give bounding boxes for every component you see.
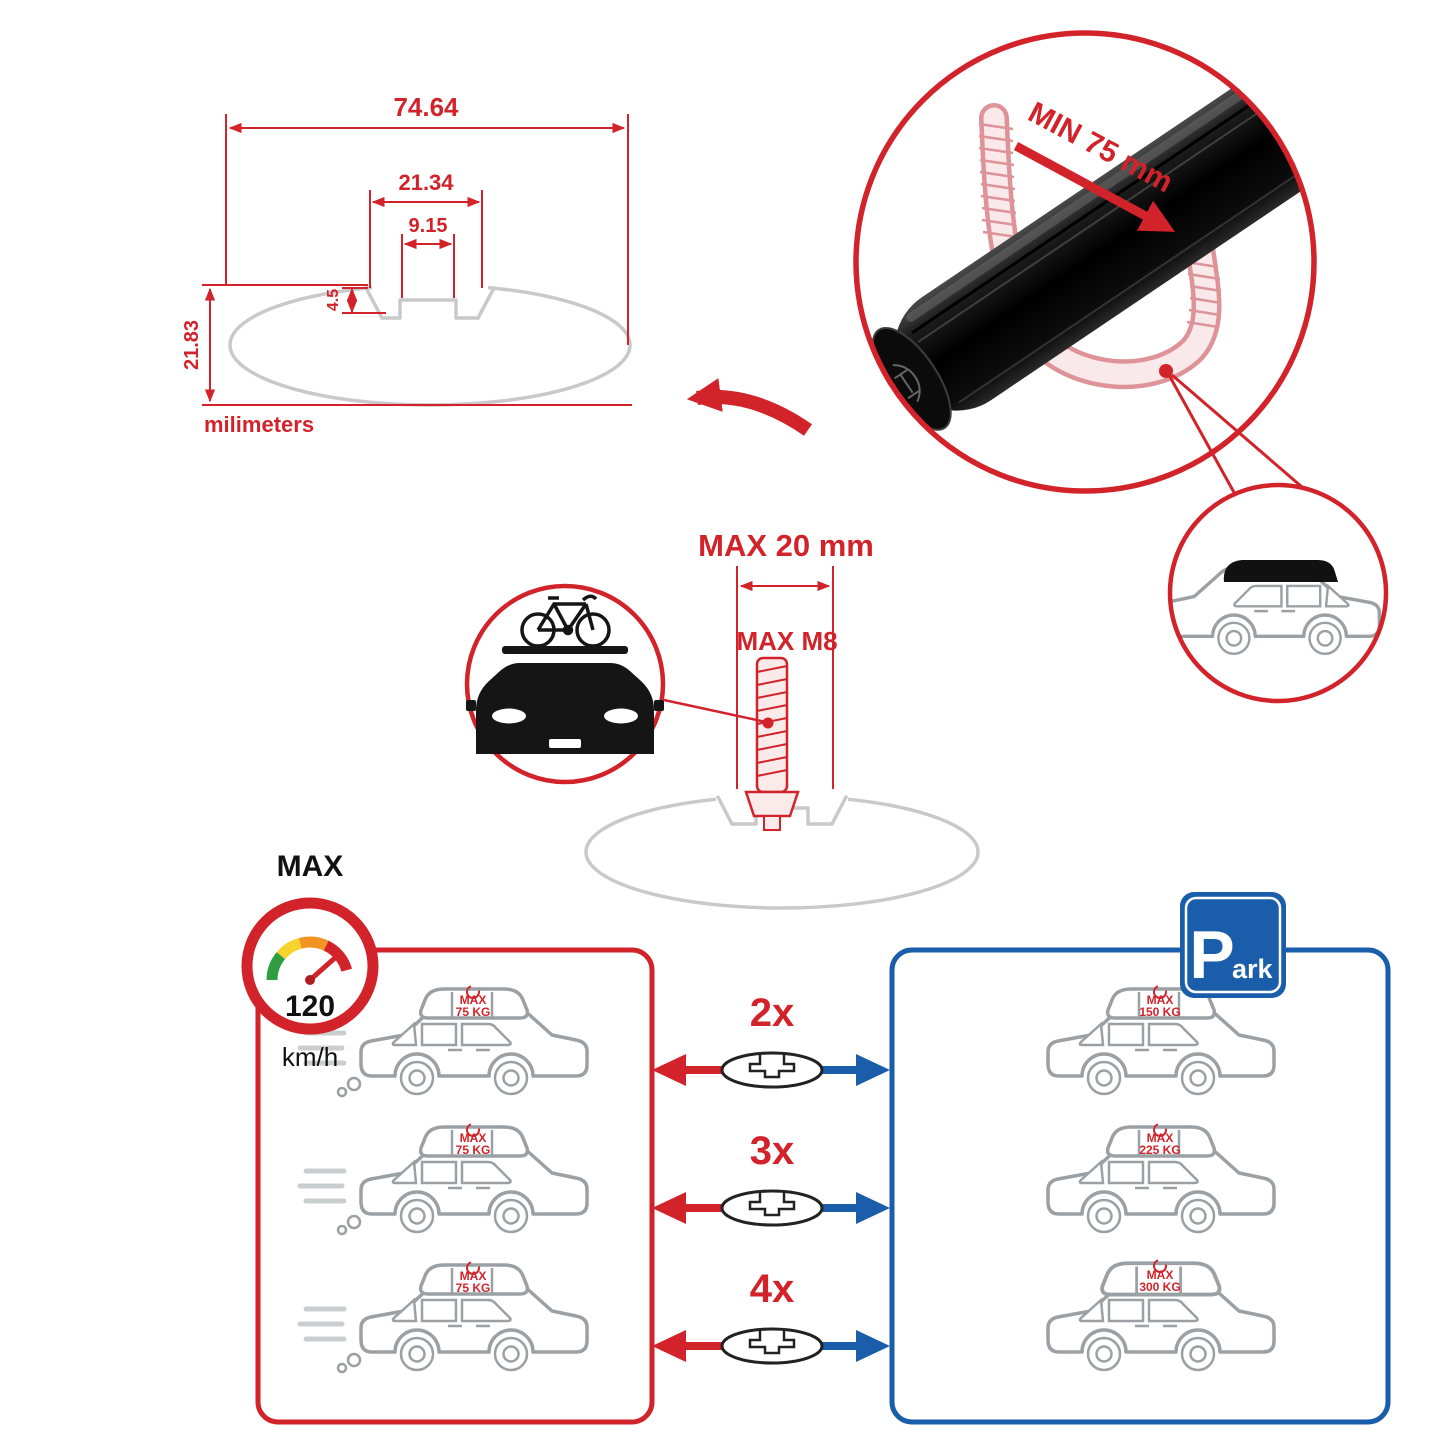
bolt-max-length-label: MAX 20 mm (698, 528, 874, 563)
dimension-4-5: 4.5 (325, 287, 386, 314)
dim-channel-width-label: 21.34 (398, 170, 454, 195)
parked-cars: MAX 150 KG MAX 225 KG MAX 300 KG (1046, 985, 1276, 1372)
cargo-max-label: MAX (460, 1269, 487, 1283)
multiplier-3x: 3x (750, 1129, 795, 1173)
crossbar-dimension-diagram: 74.64 21.34 9.15 4.5 21.83 milimeters (181, 92, 632, 437)
bolt-leader-line (663, 698, 767, 724)
weight-icon (466, 1123, 480, 1137)
gauge-arcs (266, 936, 353, 981)
car-bike-circle (464, 583, 666, 785)
roof-cargo-box (1223, 560, 1338, 582)
arrow-row-1 (652, 1051, 890, 1089)
headlight-right (604, 708, 638, 724)
multiplier-4x: 4x (750, 1267, 795, 1311)
dimension-9-15: 9.15 (401, 215, 455, 298)
parked-car-3: MAX 300 KG (1046, 1259, 1276, 1372)
dimension-21-34: 21.34 (369, 170, 483, 288)
bolt-thread-label: MAX M8 (736, 626, 837, 656)
cargo-weight-label: 300 KG (1139, 1280, 1180, 1294)
weight-icon (466, 1261, 480, 1275)
bolt-head (744, 790, 800, 818)
detail-circle-ring (853, 30, 1317, 494)
gauge-ring (241, 897, 379, 1035)
exhaust-puff (346, 1352, 362, 1368)
cargo-max-label: MAX (460, 1131, 487, 1145)
speed-limit-gauge: MAX 120 km/h (241, 850, 379, 1072)
park-sign: P ark (1180, 892, 1286, 998)
weight-icon (1153, 1123, 1167, 1137)
speed-value: 120 (285, 990, 335, 1023)
cargo-weight-label: 225 KG (1139, 1143, 1180, 1157)
weight-icon (466, 985, 480, 999)
weight-icon (1153, 1259, 1167, 1273)
bike-icon (520, 594, 611, 648)
crossbar-profile-icon (720, 1327, 824, 1365)
exhaust-puff (336, 1362, 348, 1374)
cargo-max-label: MAX (1147, 1131, 1174, 1145)
arrow-row-2 (652, 1189, 890, 1227)
headlight-left (492, 708, 526, 724)
cargo-weight-label: 75 KG (456, 1143, 491, 1157)
dimension-74-64: 74.64 (225, 92, 629, 345)
dim-total-width-label: 74.64 (393, 92, 459, 122)
mounting-bolt (744, 656, 800, 831)
exhaust-puff (346, 1214, 362, 1230)
bolt-thread-hatching (756, 665, 788, 777)
cargo-max-label: MAX (1147, 1268, 1174, 1282)
exhaust-puff (336, 1224, 348, 1236)
crossbar-profile-icon (720, 1189, 824, 1227)
min-clearance-arrow (1013, 142, 1175, 232)
gauge-needle (307, 954, 339, 983)
dimension-21-83: 21.83 (181, 284, 632, 406)
weight-icon (1153, 985, 1167, 999)
capacity-section: 2x 3x 4x (241, 850, 1391, 1425)
cargo-weight-label: 150 KG (1139, 1005, 1180, 1019)
dim-lip-depth-label: 4.5 (325, 289, 342, 311)
suv-roofbox-circle (1167, 482, 1389, 704)
exhaust-puff (336, 1086, 348, 1098)
multiplier-2x: 2x (750, 991, 795, 1035)
suv-roofbox-content (1170, 560, 1382, 656)
multiplier-rows: 2x 3x 4x (652, 991, 890, 1365)
crossbar-profile-icon (720, 1051, 824, 1089)
crossbar-cross-section-outline (228, 283, 632, 407)
parked-car-2: MAX 225 KG (1046, 1123, 1276, 1234)
cargo-max-label: MAX (460, 993, 487, 1007)
car-front-silhouette (466, 663, 664, 754)
cargo-weight-label: 75 KG (456, 1281, 491, 1295)
cargo-max-label: MAX (1147, 993, 1174, 1007)
motion-lines (297, 1306, 347, 1342)
profile-mask (372, 278, 488, 294)
circle-connectors (1167, 373, 1303, 497)
park-rest: ark (1232, 954, 1274, 984)
detail-pointer-arrow (686, 378, 813, 436)
driving-car-3: MAX 75 KG (297, 1261, 589, 1374)
speed-max-label: MAX (277, 850, 344, 883)
dim-slot-width-label: 9.15 (409, 215, 448, 237)
u-bolt-clamp (978, 103, 1222, 390)
speed-unit: km/h (282, 1042, 338, 1072)
clamp-anchor-dot (1159, 364, 1173, 378)
arrow-row-3 (652, 1327, 890, 1365)
crossbar-detail-circle: MIN 75 mm (853, 30, 1317, 494)
parked-car-1: MAX 150 KG (1046, 985, 1276, 1096)
gauge-pivot (305, 975, 315, 985)
motion-lines (297, 1168, 347, 1204)
cargo-weight-label: 75 KG (456, 1005, 491, 1019)
roof-rack-bar (502, 646, 628, 654)
bolt-leader-dot (762, 717, 774, 729)
driving-cars: MAX 75 KG MAX 75 KG (297, 985, 589, 1374)
exhaust-puff (346, 1076, 362, 1092)
units-label: milimeters (204, 412, 314, 437)
license-plate (549, 739, 581, 748)
park-letter: P (1189, 917, 1234, 993)
bolt-tip (763, 815, 781, 831)
dim-height-label: 21.83 (181, 320, 203, 370)
bolt-spec-section: MAX 20 mm MAX M8 (584, 528, 980, 910)
driving-car-2: MAX 75 KG (297, 1123, 589, 1236)
thread-hatching-rod1 (978, 122, 1018, 239)
suv-circle-ring (1167, 482, 1389, 704)
